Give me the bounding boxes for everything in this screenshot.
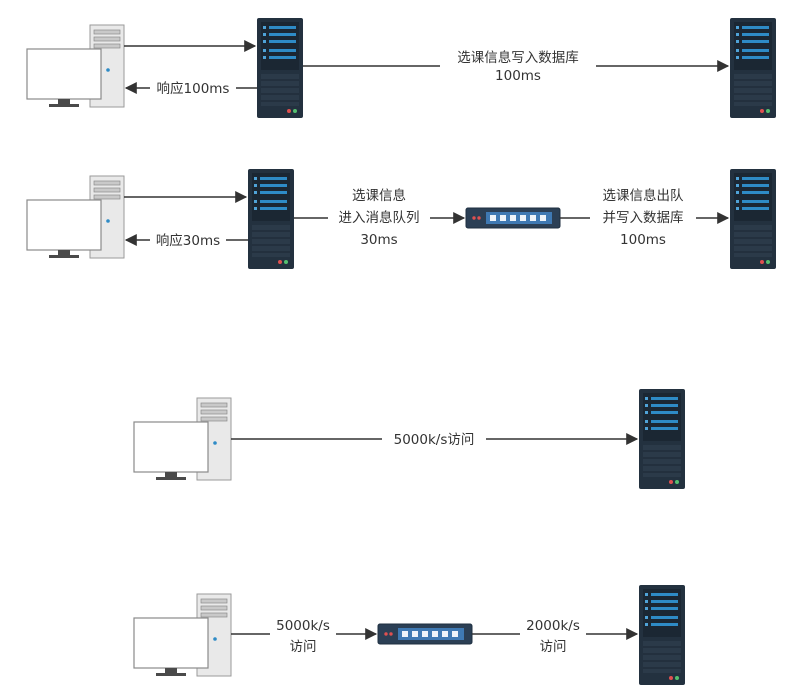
database-server (729, 168, 777, 270)
inbound-rate-line2: 访问 (290, 639, 317, 655)
outbound-rate-line2: 访问 (540, 639, 567, 655)
outbound-rate-line1: 2000k/s (526, 618, 580, 634)
client-computer (133, 397, 232, 481)
client-computer (26, 175, 125, 259)
client-computer (133, 593, 232, 677)
enqueue-label-line1: 选课信息 (352, 187, 406, 204)
rate-label: 5000k/s访问 (394, 432, 475, 448)
message-queue-switch (465, 207, 561, 229)
inbound-rate-line1: 5000k/s (276, 618, 330, 634)
db-write-label-line2: 100ms (495, 68, 541, 84)
server (638, 388, 686, 490)
enqueue-label-line3: 30ms (360, 232, 397, 248)
response-label: 响应30ms (156, 232, 220, 249)
app-server (247, 168, 295, 270)
dequeue-label-line3: 100ms (620, 232, 666, 248)
enqueue-label-line2: 进入消息队列 (339, 209, 420, 226)
server (638, 584, 686, 686)
dequeue-label-line1: 选课信息出队 (603, 187, 684, 204)
client-computer (26, 24, 125, 108)
db-write-label-line1: 选课信息写入数据库 (457, 49, 579, 66)
response-label: 响应100ms (157, 80, 230, 97)
diagram-1: 响应100ms 选课信息写入数据库 100ms (26, 17, 777, 119)
diagram-2: 响应30ms 选课信息 进入消息队列 30ms 选课信息出队 并写入数据库 10… (26, 168, 777, 270)
diagram-4: 5000k/s 访问 2000k/s 访问 (133, 584, 686, 686)
dequeue-label-line2: 并写入数据库 (603, 210, 684, 226)
database-server (729, 17, 777, 119)
app-server (256, 17, 304, 119)
diagram-3: 5000k/s访问 (133, 388, 686, 490)
message-queue-switch (377, 623, 473, 645)
